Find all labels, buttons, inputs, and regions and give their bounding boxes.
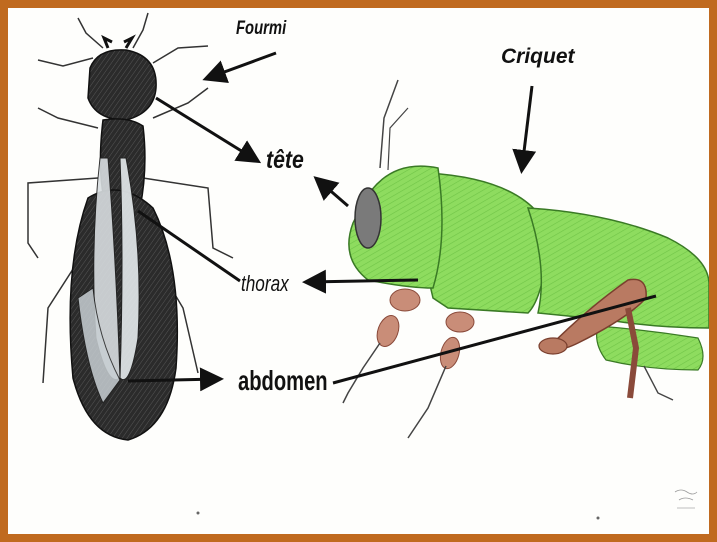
artist-signature [673, 486, 699, 516]
label-fourmi: Fourmi [236, 18, 286, 40]
label-thorax: thorax [241, 271, 289, 297]
ant-illustration [28, 13, 233, 440]
ant-antenna-left [78, 18, 103, 48]
ant-leg [38, 108, 98, 128]
grasshopper-leg-joint [390, 289, 420, 311]
arrow-criquet [522, 86, 532, 168]
grasshopper-leg [408, 366, 446, 438]
label-abdomen: abdomen [238, 365, 328, 397]
arrow-fourmi [208, 53, 276, 78]
grasshopper-eye [355, 188, 381, 248]
grasshopper-wing [597, 326, 703, 370]
arrow-tete-grasshopper [318, 180, 348, 206]
ant-mandible-right [124, 38, 132, 48]
grasshopper-leg-joint [373, 313, 403, 350]
grasshopper-leg-joint [446, 312, 474, 332]
arrow-tete-ant [156, 98, 256, 160]
insect-drawing [8, 8, 709, 534]
label-tete: tête [266, 146, 304, 175]
arrow-thorax-grasshopper [308, 280, 418, 282]
ant-mandible-left [104, 38, 112, 48]
grasshopper-thorax [424, 173, 548, 313]
ant-head [88, 50, 156, 120]
arrow-abdomen-ant [128, 379, 218, 381]
label-criquet: Criquet [501, 45, 575, 69]
ant-antenna-right [133, 13, 148, 48]
